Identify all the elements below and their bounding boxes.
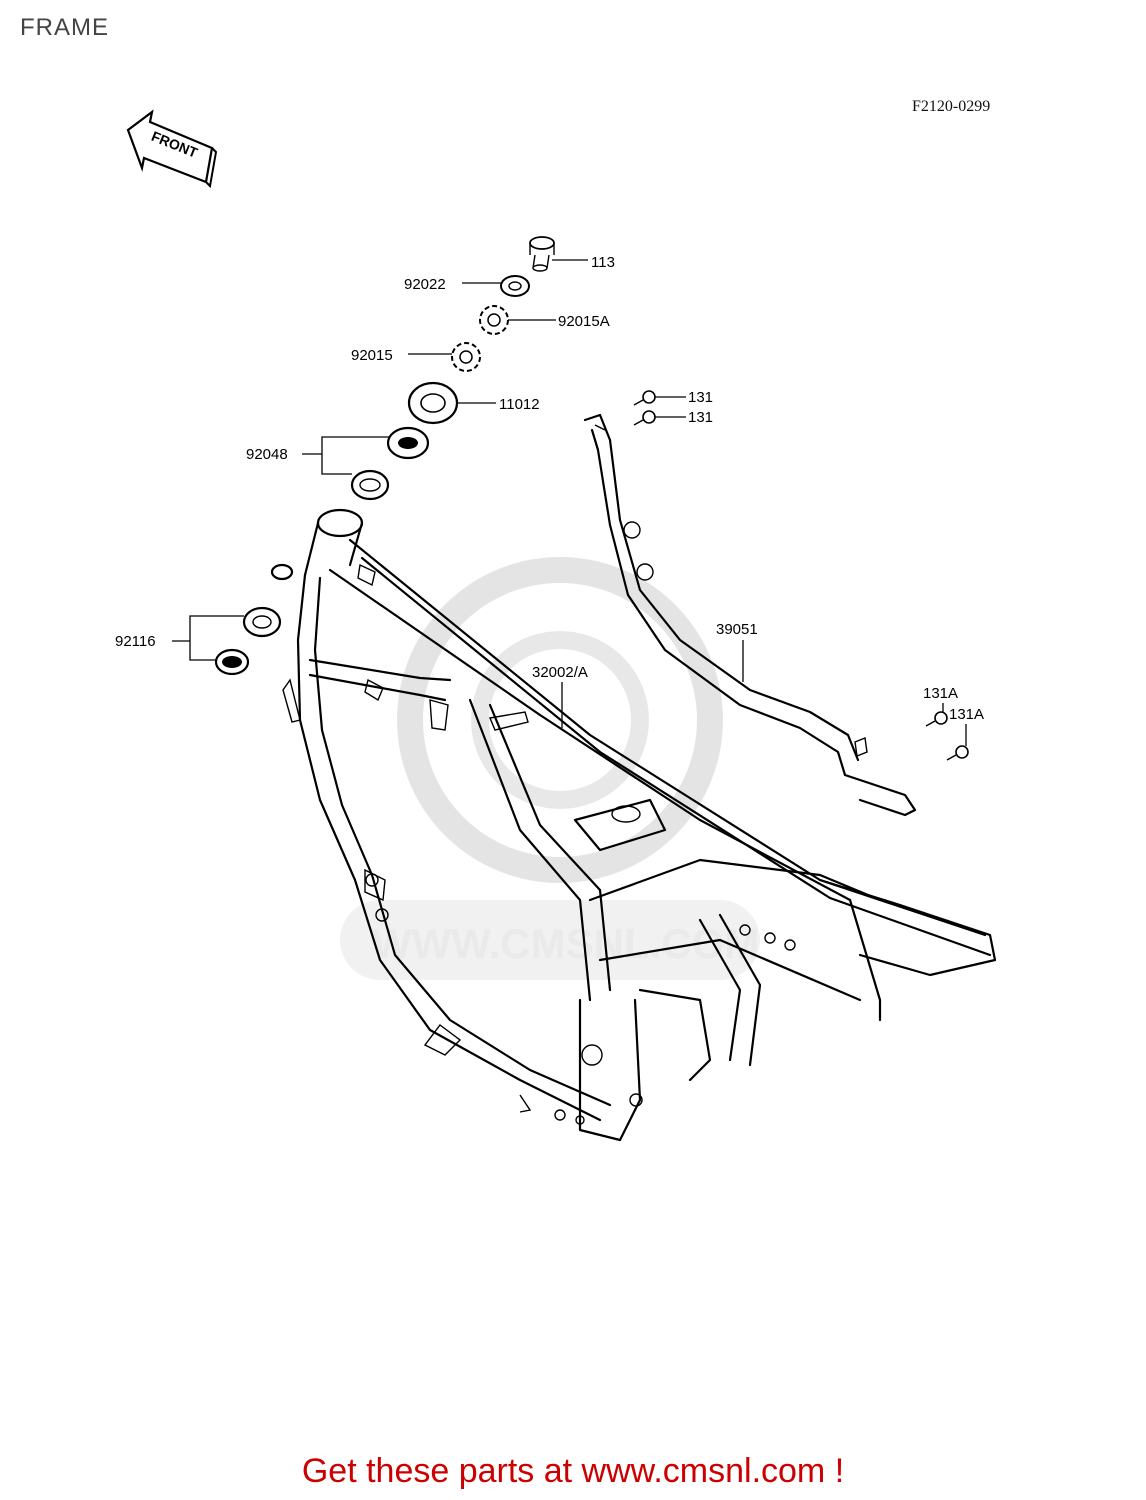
part-label-92048: 92048 <box>246 446 288 463</box>
nut-92015A-icon <box>479 305 509 335</box>
rear-frame <box>583 413 917 817</box>
footer-link-text[interactable]: Get these parts at www.cmsnl.com ! <box>301 1452 845 1490</box>
part-label-92116: 92116 <box>115 633 156 650</box>
bearing-92048-icon <box>350 426 430 501</box>
part-label-131-b: 131 <box>688 409 713 426</box>
figure-code: F2120-0299 <box>912 98 991 115</box>
part-label-131-a: 131 <box>688 389 713 406</box>
bearing-92116-icon <box>214 606 282 676</box>
part-label-131A-b: 131A <box>949 706 984 723</box>
part-label-92022: 92022 <box>404 276 446 293</box>
bolt-131-icon <box>633 390 656 426</box>
watermark-logo: WWW.CMSNL.COM <box>340 557 760 980</box>
leader-lines <box>172 259 967 746</box>
part-label-39051: 39051 <box>716 621 758 638</box>
part-label-32002A: 32002/A <box>532 664 588 681</box>
part-label-92015A: 92015A <box>558 313 610 330</box>
part-label-92015: 92015 <box>351 347 393 364</box>
bolt-113-icon <box>529 236 555 272</box>
bolt-131A-icon <box>925 711 969 761</box>
steering-stack <box>214 236 969 761</box>
washer-92022-icon <box>500 275 530 297</box>
nut-92015-icon <box>451 342 481 372</box>
part-label-131A-a: 131A <box>923 685 958 702</box>
main-frame <box>270 508 997 1142</box>
front-arrow-icon: FRONT <box>126 109 218 189</box>
page-title: FRAME <box>20 14 109 41</box>
part-labels: 113 92022 92015A 92015 11012 92048 92116… <box>115 254 984 723</box>
cap-11012-icon <box>407 381 459 425</box>
part-label-11012: 11012 <box>499 396 540 413</box>
part-label-113: 113 <box>591 254 615 271</box>
